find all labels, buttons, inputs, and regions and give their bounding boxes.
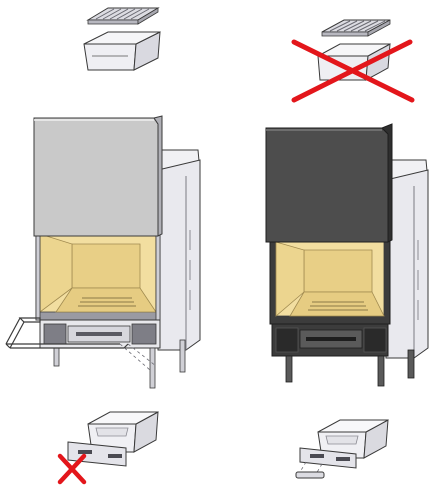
lift-door-light [33,117,159,237]
tray-rim [83,31,161,45]
ash-drawer-icon-left [67,411,159,467]
red-cross-icon-bottom-left [57,453,87,485]
ash-tray-grate-icon-left [83,7,161,71]
fireplace-icon-dark [265,123,429,387]
side-panel [157,159,201,351]
lift-door-dark [265,127,389,243]
ash-drawer-icon-right [295,419,389,479]
fireplace-icon-light [5,115,201,389]
tray-front [83,43,137,71]
red-cross-icon-top-right [291,39,415,103]
drawer-pull-handle [295,471,325,479]
drawer-outline [5,317,129,349]
